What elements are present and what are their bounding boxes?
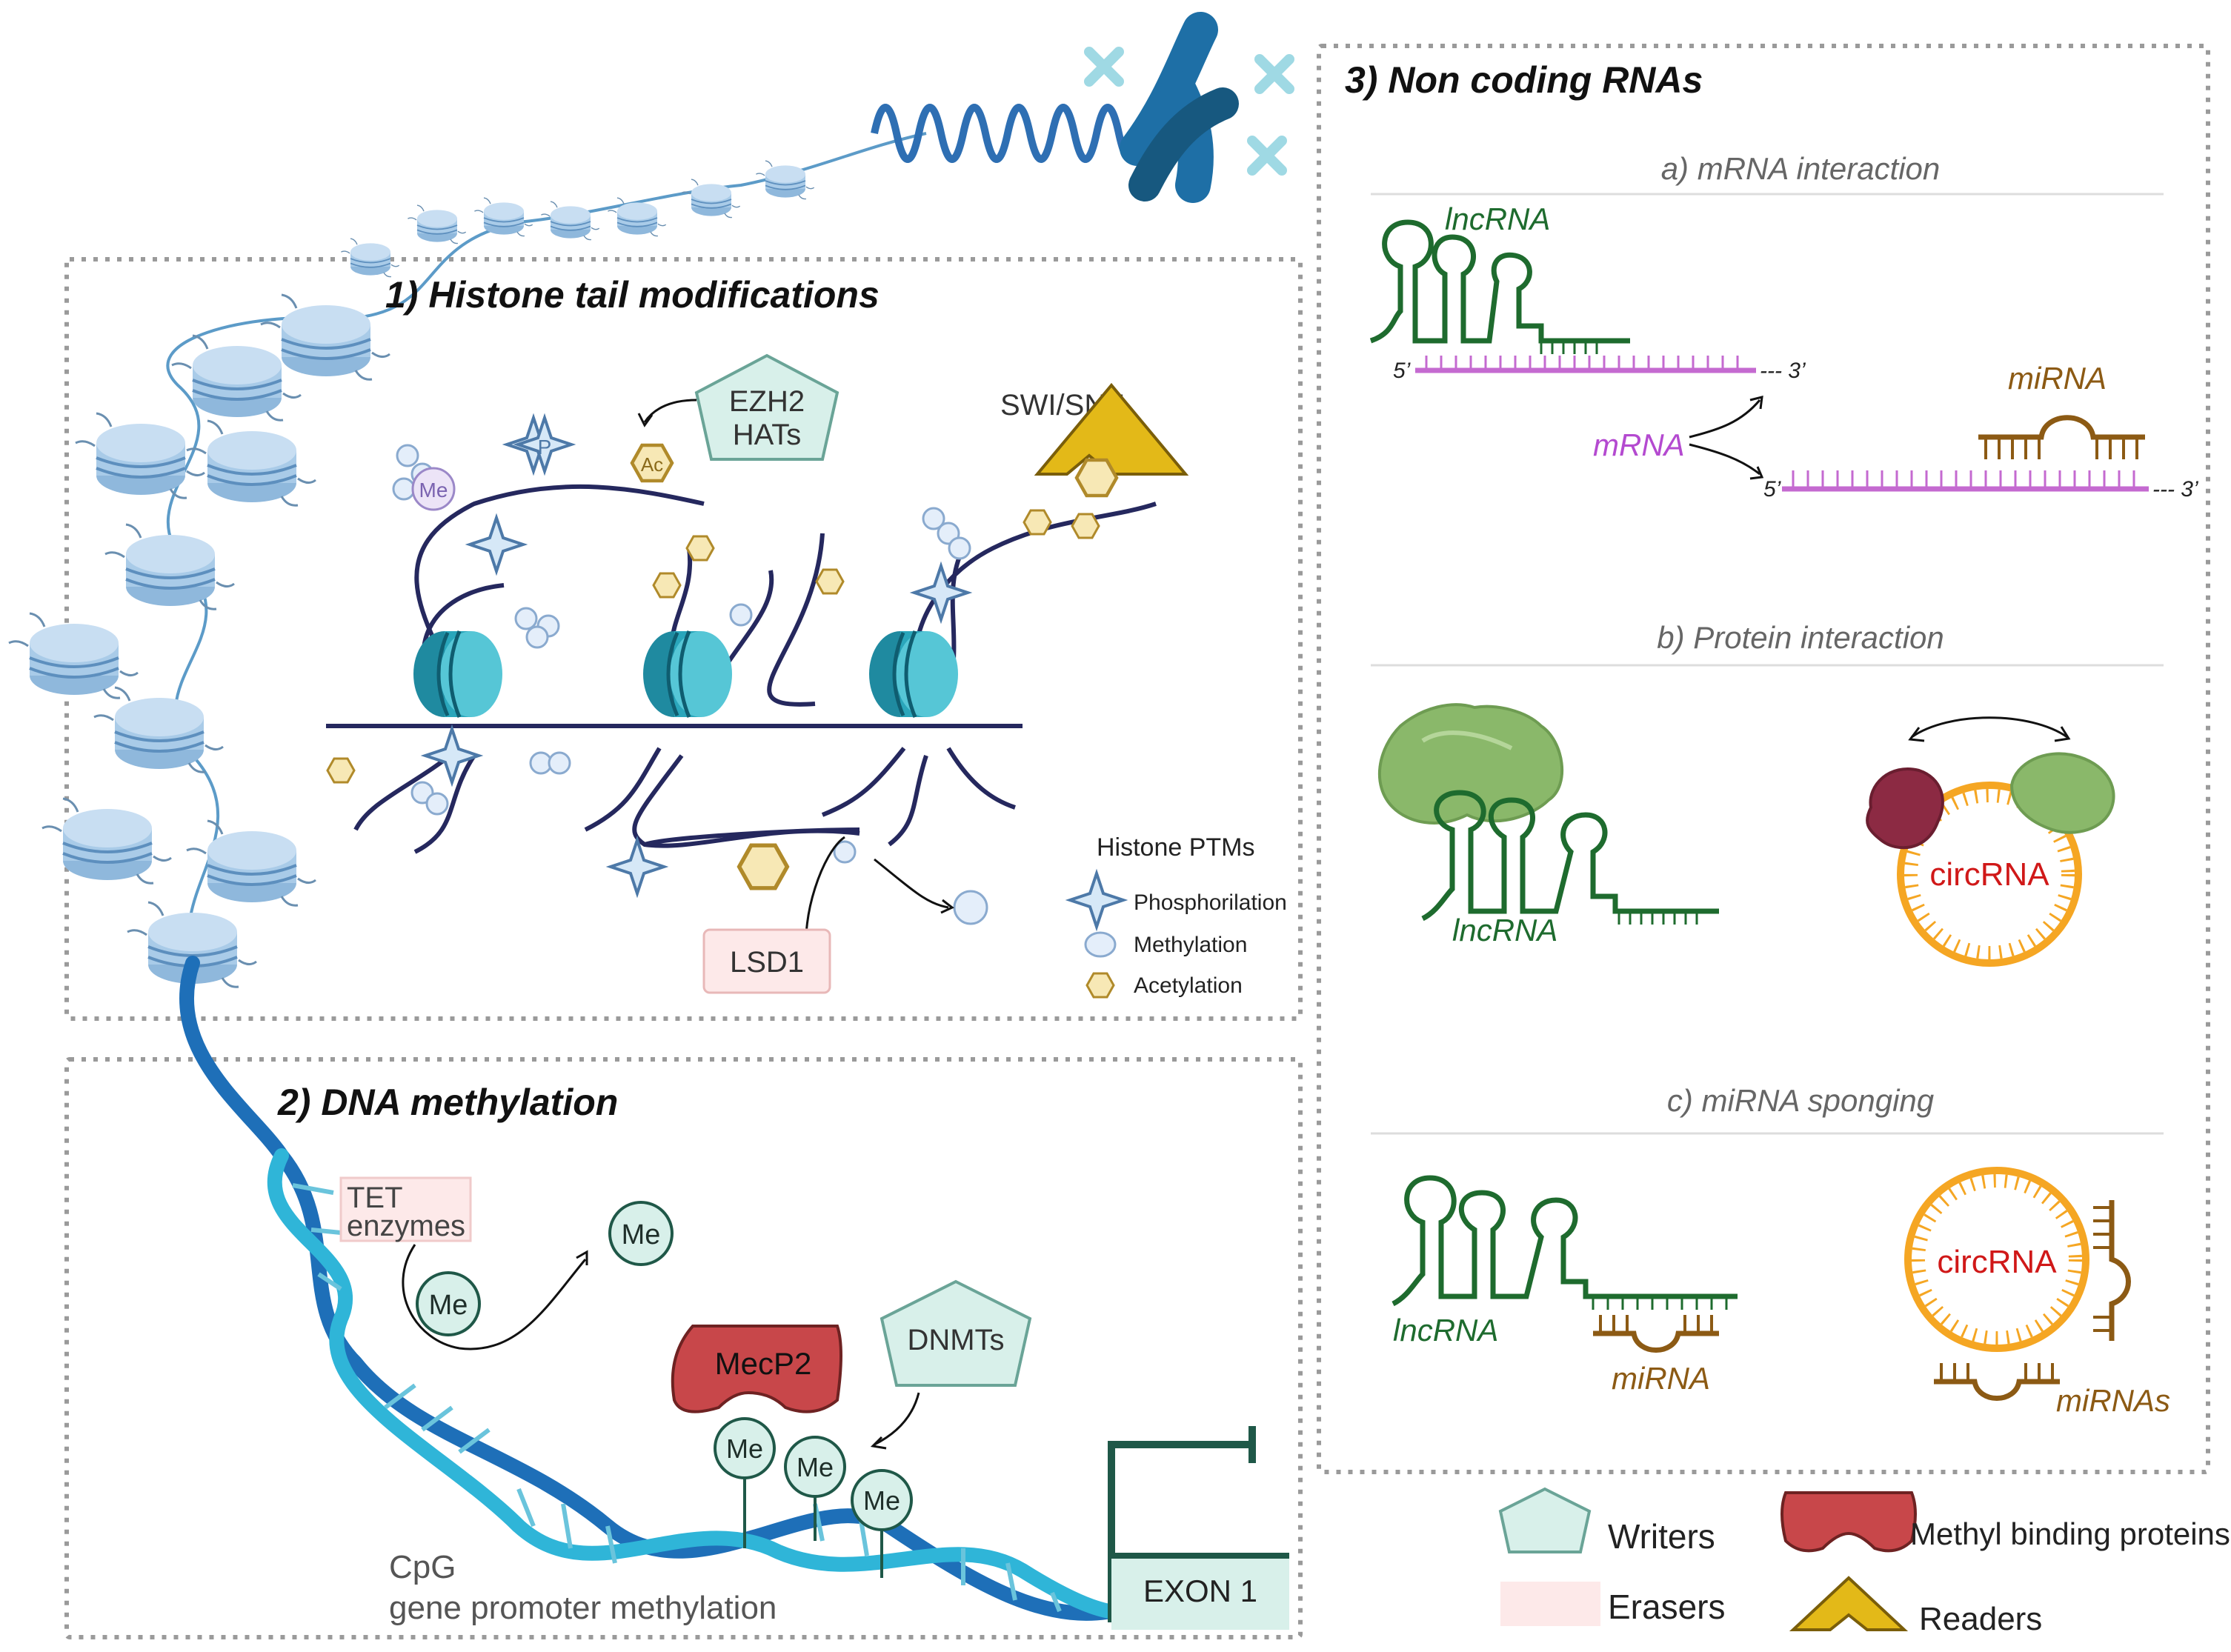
coiled-fiber — [871, 104, 1145, 163]
ezh2-hats-writer: EZH2 HATs — [637, 353, 839, 461]
svg-text:5’: 5’ — [1763, 477, 1782, 502]
svg-text:P: P — [538, 436, 552, 459]
lsd1-eraser: LSD1 — [702, 928, 831, 994]
lncrna-mirna-sponging: lncRNA miRNA — [1392, 1175, 1738, 1396]
svg-text:Me: Me — [622, 1219, 661, 1250]
svg-text:circRNA: circRNA — [1929, 856, 2049, 893]
ncrna-section-box — [1317, 44, 2210, 1474]
svg-text:Me: Me — [726, 1433, 763, 1464]
histone-section-title: 1) Histone tail modifications — [385, 274, 880, 316]
chromosome-icon — [1120, 12, 1239, 203]
svg-text:--- 3’: --- 3’ — [2152, 477, 2199, 502]
subtitle-mirna-sponging: c) miRNA sponging — [1667, 1083, 1934, 1118]
legend-erasers: Erasers — [1500, 1582, 1725, 1626]
svg-text:Erasers: Erasers — [1608, 1588, 1725, 1626]
me-mark-icon: Me — [411, 467, 456, 511]
mrna-label-arrows: mRNA — [1593, 396, 1764, 480]
svg-text:gene promoter methylation: gene promoter methylation — [389, 1590, 777, 1626]
svg-text:Me: Me — [419, 479, 448, 502]
svg-text:mRNA: mRNA — [1593, 427, 1685, 462]
lncrna-protein-interaction: lncRNA — [1377, 703, 1719, 947]
svg-text:CpG: CpG — [389, 1549, 456, 1585]
chromatin-fiber — [7, 132, 927, 989]
svg-text:miRNA: miRNA — [1612, 1361, 1710, 1396]
svg-text:Me: Me — [863, 1485, 900, 1516]
swi-snf-reader: SWI/SNF — [1000, 382, 1189, 496]
legend-phosphorilation: Phosphorilation — [1134, 890, 1287, 915]
subtitle-mrna-interaction: a) mRNA interaction — [1661, 151, 1941, 186]
mecp2-protein: MecP2 — [671, 1324, 842, 1413]
dna-section-title: 2) DNA methylation — [277, 1082, 618, 1123]
ncrna-section-title: 3) Non coding RNAs — [1345, 59, 1703, 101]
tet-enzymes-eraser: TET enzymes — [339, 1176, 588, 1350]
svg-text:lncRNA: lncRNA — [1445, 201, 1550, 236]
svg-text:MecP2: MecP2 — [715, 1346, 812, 1381]
dna-section-box — [64, 1057, 1303, 1639]
acetyl-mark-icon: Ac — [632, 445, 672, 481]
svg-text:HATs: HATs — [733, 419, 802, 451]
histone-ptm-legend: Histone PTMs Phosphorilation Methylation… — [1068, 833, 1287, 999]
cpg-label: CpG gene promoter methylation — [389, 1549, 777, 1626]
svg-text:miRNA: miRNA — [2008, 361, 2107, 396]
svg-text:LSD1: LSD1 — [730, 946, 804, 979]
legend-acetylation: Acetylation — [1134, 973, 1243, 998]
svg-text:miRNAs: miRNAs — [2056, 1383, 2170, 1418]
svg-text:lncRNA: lncRNA — [1452, 913, 1557, 947]
svg-text:Writers: Writers — [1608, 1517, 1715, 1556]
svg-text:DNMTs: DNMTs — [907, 1324, 1004, 1356]
legend-writers: Writers — [1498, 1487, 1715, 1556]
svg-text:circRNA: circRNA — [1937, 1244, 2057, 1280]
svg-text:TET: TET — [347, 1182, 403, 1214]
svg-text:Me: Me — [429, 1290, 468, 1321]
legend-methyl-binding-proteins: Methyl binding proteins — [1781, 1491, 2230, 1553]
legend-methylation: Methylation — [1134, 933, 1247, 957]
me-circle-1: Me — [416, 1271, 481, 1336]
svg-text:EZH2: EZH2 — [729, 385, 805, 418]
histone-diagram — [326, 416, 1157, 956]
svg-text:Readers: Readers — [1919, 1601, 2042, 1637]
svg-text:Histone PTMs: Histone PTMs — [1097, 833, 1255, 862]
circrna-mirna-sponging: circRNA miRNAs — [1904, 1167, 2170, 1418]
subtitle-protein-interaction: b) Protein interaction — [1657, 620, 1944, 655]
methyl-groups-on-dna: Me Me Me — [714, 1417, 913, 1578]
svg-text:Methyl binding proteins: Methyl binding proteins — [1910, 1516, 2230, 1551]
phospho-mark-icon: P — [516, 416, 573, 473]
dnmts-writer: DNMTs — [870, 1279, 1032, 1450]
svg-text:--- 3’: --- 3’ — [1760, 359, 1806, 383]
svg-text:enzymes: enzymes — [347, 1210, 465, 1242]
small-chromosome-icons — [1084, 47, 1294, 176]
lncrna-mrna-interaction: lncRNA 5’ --- 3’ — [1369, 201, 1806, 383]
mirna-mrna-interaction: miRNA 5’ --- 3’ — [1763, 361, 2199, 502]
svg-text:Ac: Ac — [641, 453, 663, 476]
svg-text:5’: 5’ — [1393, 359, 1412, 383]
svg-text:lncRNA: lncRNA — [1393, 1313, 1498, 1348]
svg-text:EXON 1: EXON 1 — [1143, 1573, 1257, 1608]
legend-readers: Readers — [1789, 1576, 2042, 1637]
svg-text:Me: Me — [797, 1452, 834, 1482]
me-circle-2: Me — [608, 1201, 674, 1266]
circrna-protein-interaction: circRNA — [1866, 716, 2115, 967]
exon-1-promoter: EXON 1 — [1108, 1426, 1289, 1630]
